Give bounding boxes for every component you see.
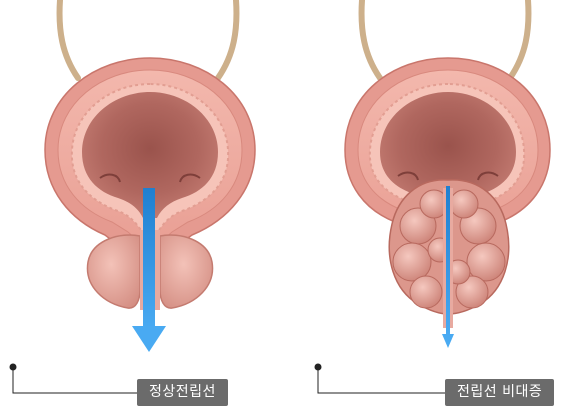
urine-flow-arrow-shaft (143, 188, 155, 328)
right-ureter (218, 0, 236, 78)
prostate-right-lobe (160, 235, 213, 308)
left-ureter (60, 0, 78, 78)
left-ureter (362, 0, 380, 78)
urine-flow-arrow-head (442, 334, 454, 348)
leader-line-normal (13, 367, 137, 393)
prostate-nodule (410, 276, 442, 308)
caption-normal-prostate: 정상전립선 (137, 379, 228, 406)
prostate-nodule (467, 243, 505, 281)
caption-bph: 전립선 비대증 (445, 379, 554, 406)
bph-prostate-illustration (345, 0, 550, 348)
prostate-left-lobe (87, 235, 140, 308)
urine-flow-arrow-shaft (446, 186, 450, 336)
normal-prostate-illustration (45, 0, 255, 352)
prostate-nodule (450, 190, 478, 218)
urine-flow-arrow-head (132, 326, 166, 352)
right-ureter (510, 0, 528, 78)
prostate-nodule (393, 243, 431, 281)
leader-line-bph (318, 367, 445, 393)
